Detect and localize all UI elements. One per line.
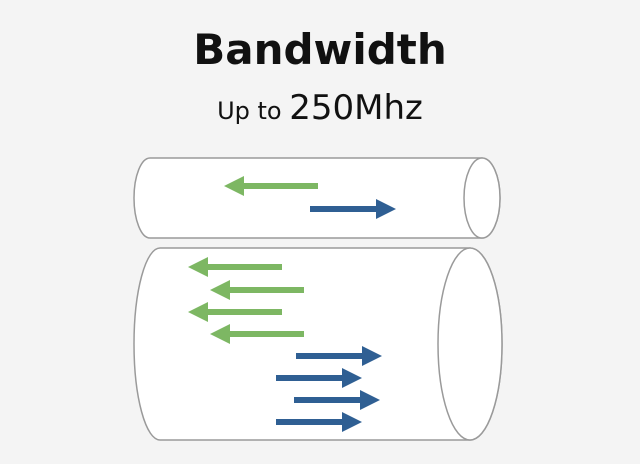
blue-arrow-right [310, 199, 396, 219]
wide-cable [133, 247, 503, 441]
wide-cable-end [437, 247, 503, 441]
blue-arrow-right [276, 412, 362, 432]
green-arrow-left [188, 302, 282, 322]
blue-arrow-right [296, 346, 382, 366]
green-arrow-left [210, 280, 304, 300]
green-arrow-left [210, 324, 304, 344]
green-arrow-left [188, 257, 282, 277]
narrow-cable [133, 157, 501, 239]
page-subtitle: Up to 250Mhz [0, 86, 640, 136]
narrow-cable-body [133, 157, 501, 239]
blue-arrow-right [294, 390, 380, 410]
narrow-cable-end [463, 157, 501, 239]
page-title: Bandwidth [193, 25, 447, 74]
blue-arrow-right [276, 368, 362, 388]
wide-cable-arrows [188, 257, 382, 432]
subtitle-prefix: Up to [217, 97, 290, 125]
green-arrow-left [224, 176, 318, 196]
narrow-cable-arrows [224, 176, 396, 219]
subtitle-value: 250Mhz [289, 88, 423, 128]
